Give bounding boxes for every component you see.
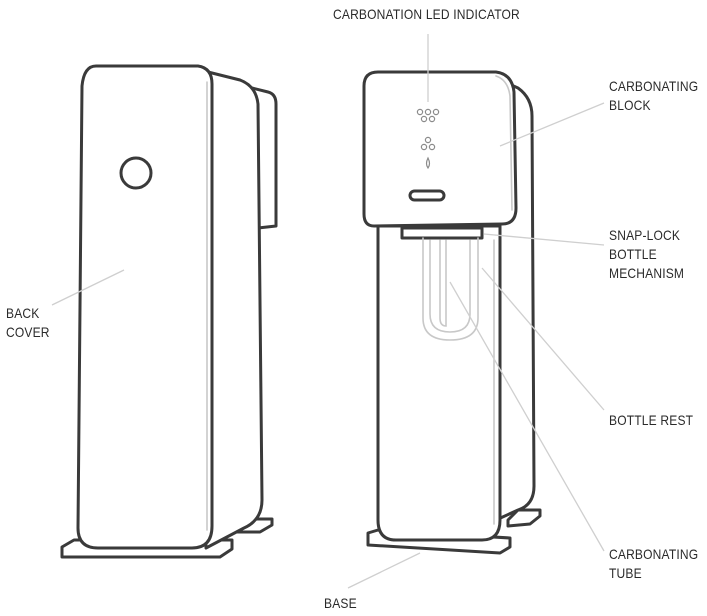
label-back-cover: BACK COVER [6,305,50,340]
label-base: BASE [324,595,357,611]
back-cover-button [119,156,153,190]
label-carbonation-led-indicator: CARBONATION LED INDICATOR [333,6,520,22]
front-column [376,224,502,542]
back-cover-body [76,64,214,550]
leader-base [347,552,421,589]
leader-bottle-rest [481,267,605,411]
left-side-panel [198,68,264,550]
bottle-rest-outer [422,237,479,341]
led-indicator-icon [416,108,440,170]
carbonating-tube [439,239,447,327]
leader-snap-lock [483,233,605,246]
label-bottle-rest: BOTTLE REST [609,412,694,428]
carbonation-button [408,189,446,202]
machine-front-view [362,70,542,555]
leader-lines [51,34,605,589]
label-carbonating-block: CARBONATING BLOCK [609,78,699,113]
label-carbonating-tube: CARBONATING TUBE [609,546,699,581]
leader-carbonating-tube [449,281,605,552]
carbonating-block-head [362,70,518,228]
snap-lock-bar [400,226,484,240]
label-snap-lock: SNAP-LOCK BOTTLE MECHANISM [609,227,685,281]
machine-back-view [60,64,278,559]
leader-carbonating-block [499,102,605,147]
carbonating-block-highlight [495,75,513,211]
leader-back-cover [51,269,125,306]
bottle-rest-inner [429,239,471,333]
